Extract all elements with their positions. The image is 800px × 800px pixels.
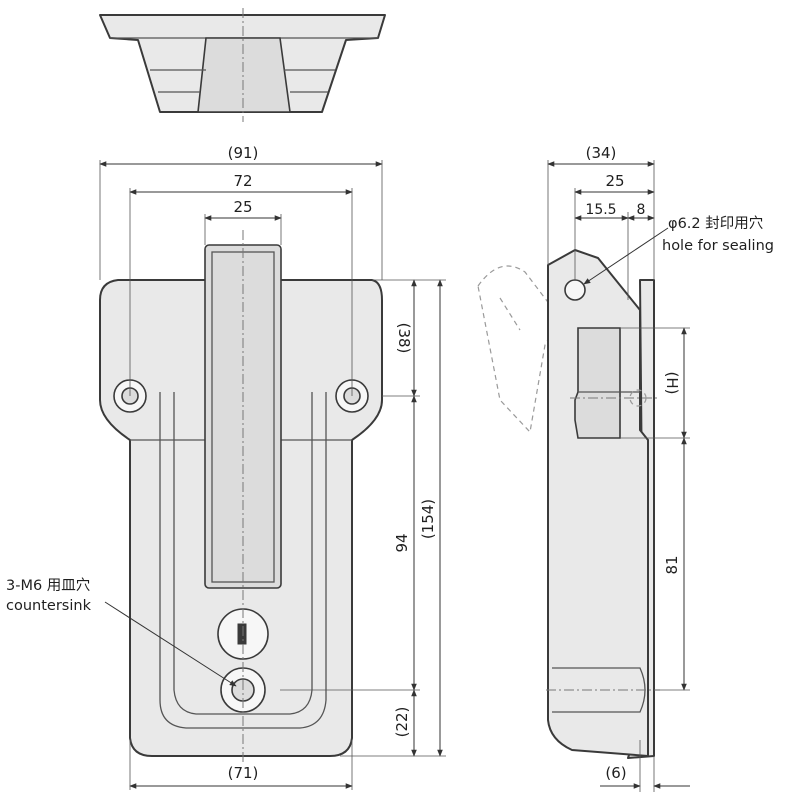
sealing-label-en: hole for sealing [662,238,774,254]
front-dimensions: (91) 72 25 (71) (38) 94 (22) [99,144,446,790]
dim-height-overall: (154) [419,499,437,539]
dim-depth-overall: (34) [586,144,617,162]
dim-bottom-offset: (22) [393,707,411,738]
front-view [99,230,383,770]
dim-top-section: (38) [395,323,413,354]
sealing-hole [564,279,586,301]
dim-hole-pitch: 72 [233,172,252,190]
side-view [477,249,660,759]
dim-plate-thickness: (6) [605,764,626,782]
dim-width-overall: (91) [228,144,259,162]
dim-depth-15-5: 15.5 [585,202,616,218]
dim-depth-25: 25 [605,172,624,190]
dim-height-94: 94 [393,533,411,552]
side-dimensions: (34) 25 15.5 8 φ6.2 封印用穴 hole for sealin… [547,144,774,792]
countersink-label-jp: 3-M6 用皿穴 [6,577,90,594]
dim-stroke-81: 81 [663,555,681,574]
dim-handle-width: 25 [233,198,252,216]
countersink-label-en: countersink [6,598,92,614]
sealing-label-jp: φ6.2 封印用穴 [668,215,763,232]
dim-base-width: (71) [228,764,259,782]
dim-depth-8: 8 [637,202,646,218]
countersink-callout: 3-M6 用皿穴 countersink [6,577,237,687]
top-view [99,8,386,122]
dim-stroke-h: (H) [663,372,681,395]
handle-open-ghost [477,265,561,434]
